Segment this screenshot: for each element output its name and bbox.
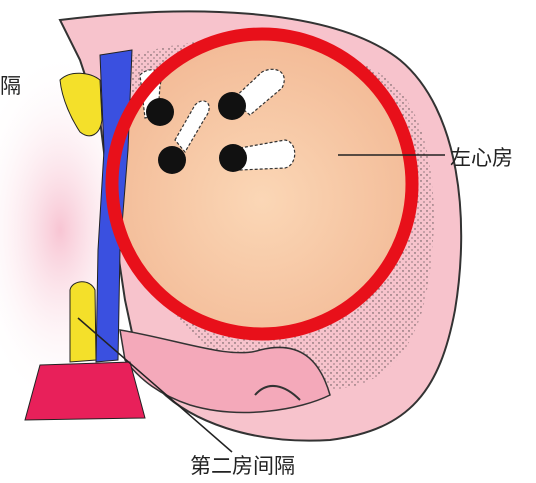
vein-opening [218, 92, 246, 120]
partial-septum-label: 隔 [0, 70, 21, 100]
septum-secundum-label: 第二房间隔 [190, 450, 295, 480]
vein-opening [146, 98, 174, 126]
vein-opening [158, 146, 186, 174]
septum-base [25, 362, 145, 420]
left-atrium-label: 左心房 [450, 142, 513, 172]
vein-opening [219, 144, 247, 172]
